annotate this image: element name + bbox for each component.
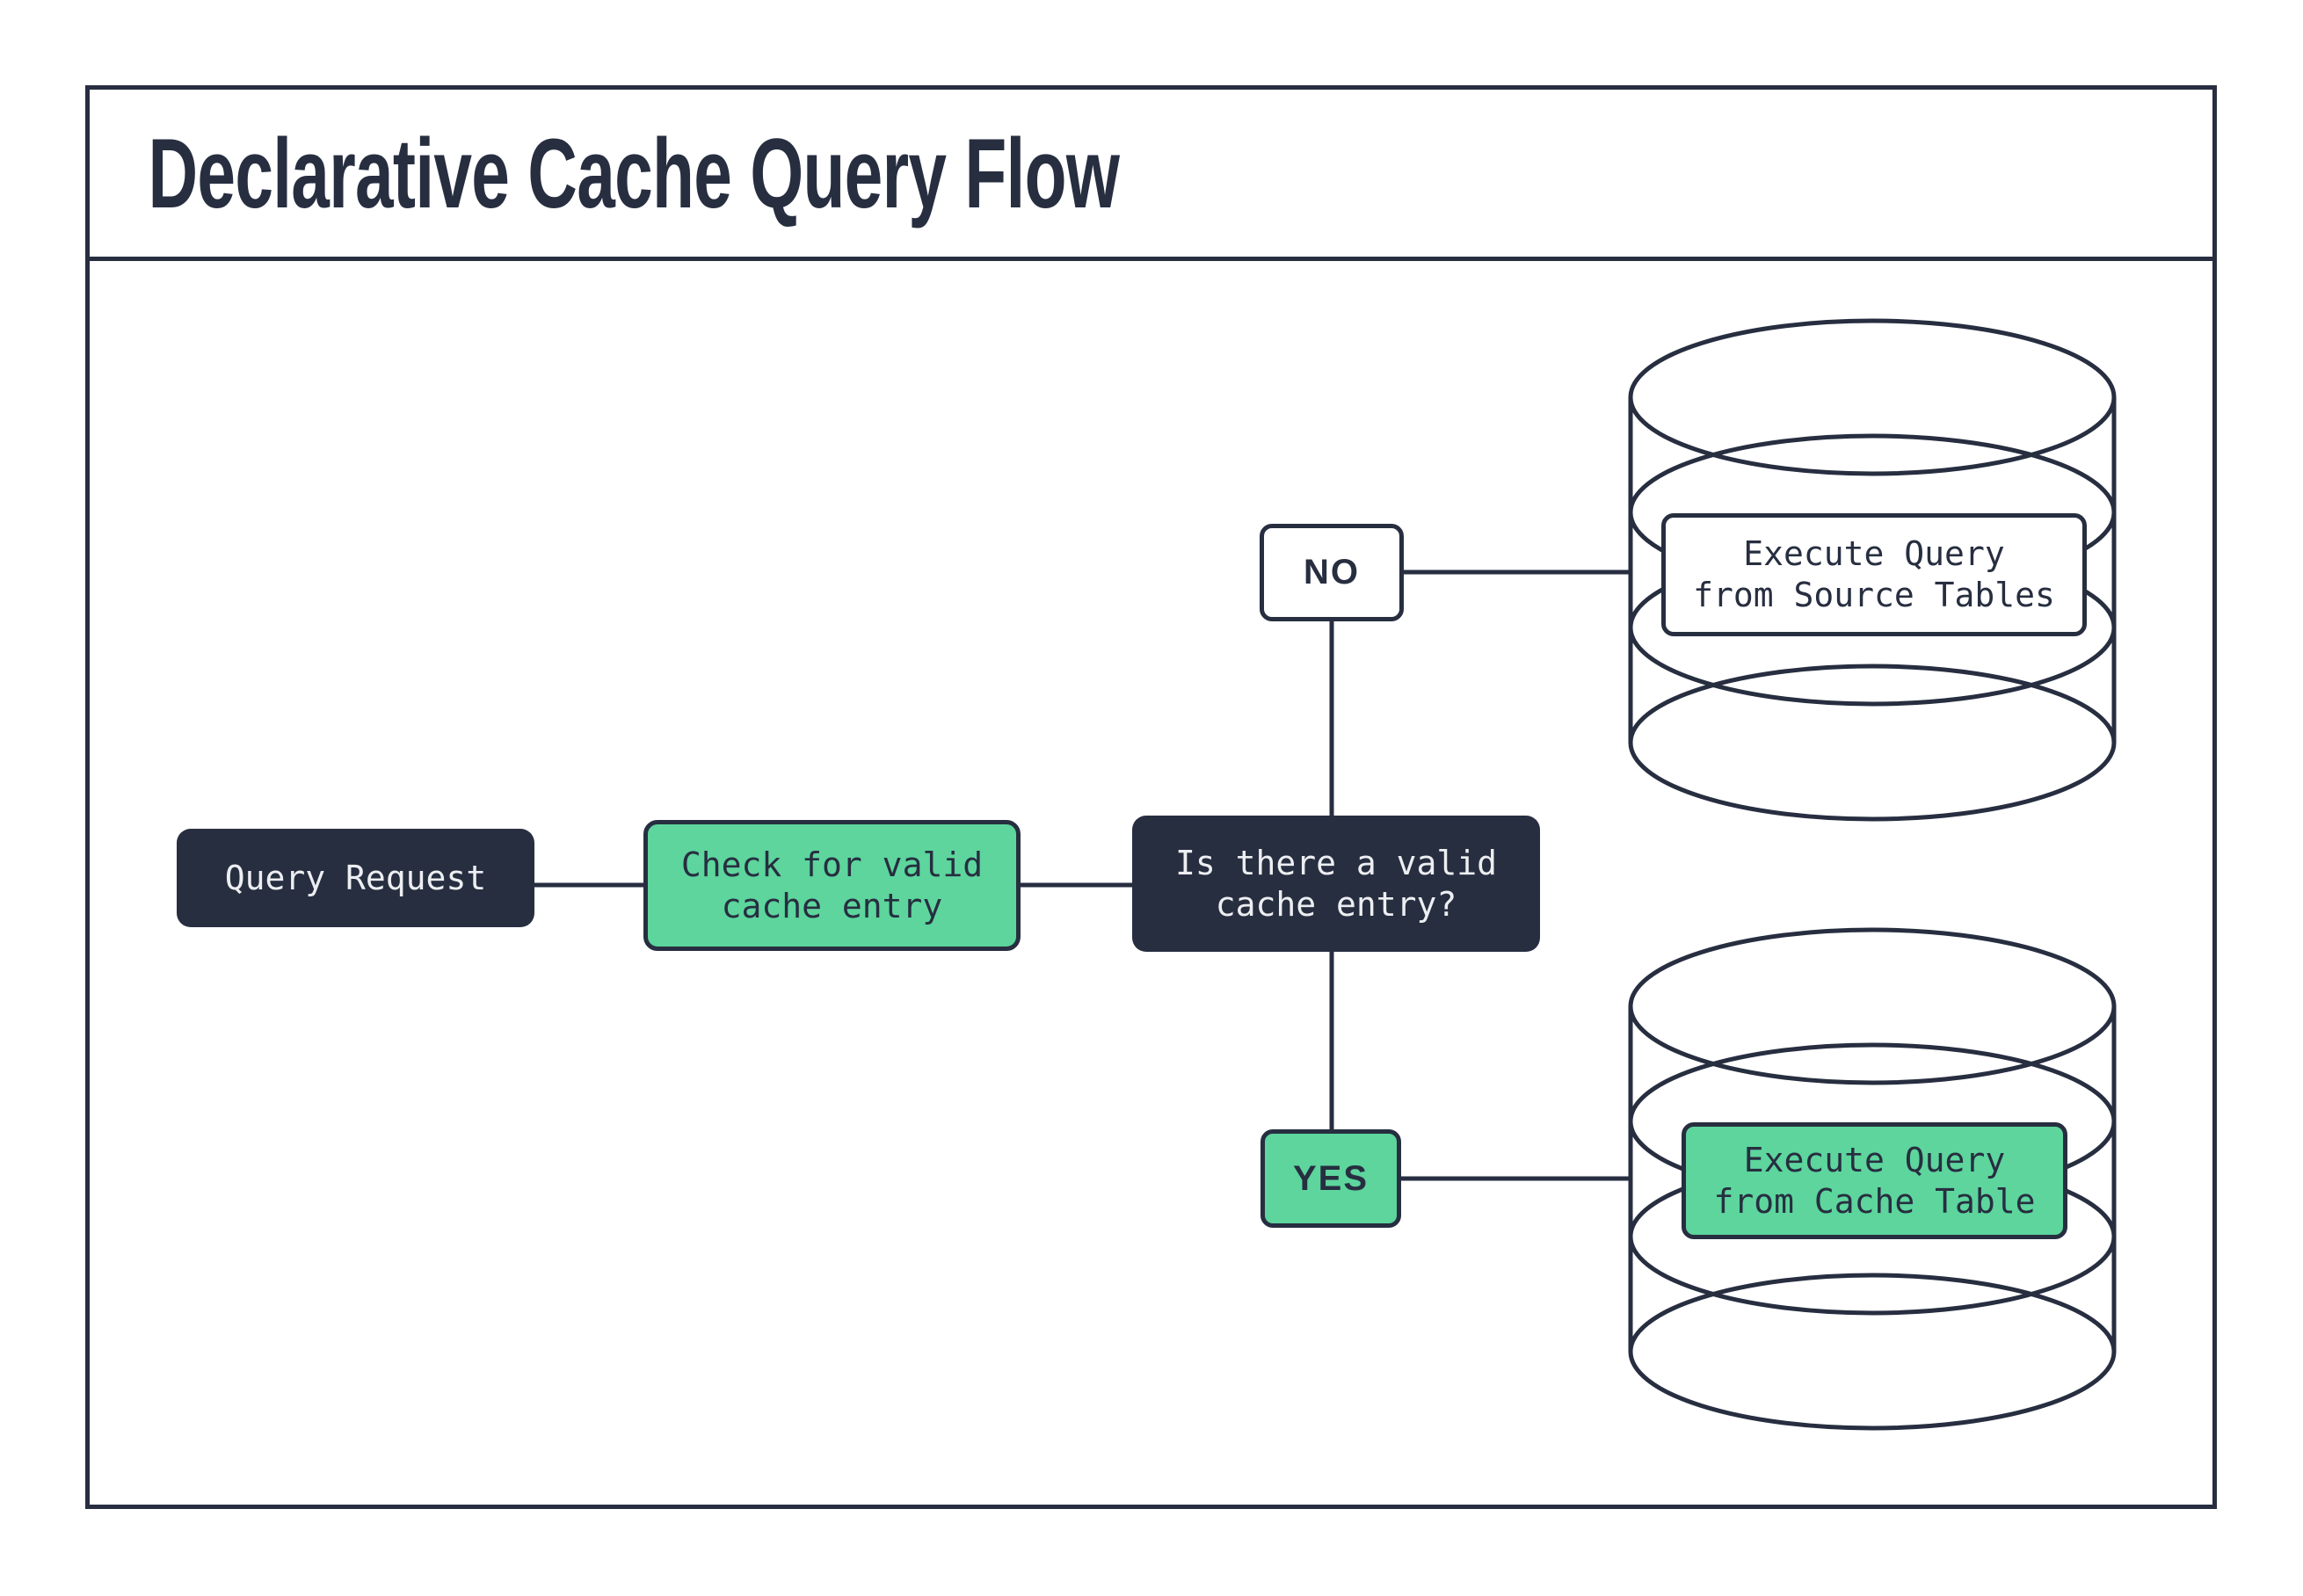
flow-node-execute-source-label: Execute Query from Source Tables: [1693, 534, 2055, 614]
flow-node-yes-branch-label: YES: [1292, 1158, 1369, 1198]
flow-node-execute-cache-label: Execute Query from Cache Table: [1713, 1140, 2036, 1221]
flow-node-no-branch: NO: [1260, 524, 1404, 621]
flow-node-decision-label: Is there a valid cache entry?: [1174, 843, 1498, 924]
flow-node-check-cache: Check for valid cache entry: [643, 820, 1021, 951]
flow-node-query-request: Query Request: [177, 829, 534, 927]
flow-node-execute-source: Execute Query from Source Tables: [1661, 513, 2087, 636]
diagram-header: Declarative Cache Query Flow: [90, 90, 2212, 261]
page-title: Declarative Cache Query Flow: [148, 118, 1120, 229]
flow-node-yes-branch: YES: [1260, 1129, 1401, 1228]
flow-node-decision: Is there a valid cache entry?: [1132, 816, 1540, 952]
flow-node-execute-cache: Execute Query from Cache Table: [1682, 1122, 2067, 1239]
flow-node-no-branch-label: NO: [1304, 553, 1360, 591]
diagram-frame: Declarative Cache Query Flow: [85, 85, 2217, 1509]
flow-node-query-request-label: Query Request: [224, 858, 487, 897]
flow-node-check-cache-label: Check for valid cache entry: [680, 845, 984, 925]
